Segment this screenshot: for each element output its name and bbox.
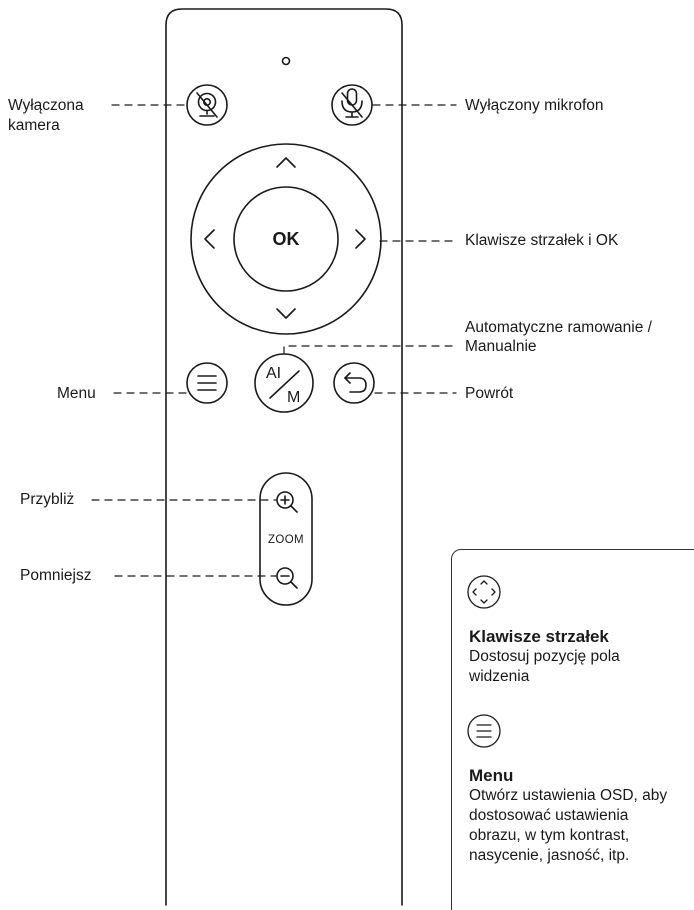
ai-label: AI: [266, 365, 282, 382]
ai-m-button[interactable]: [254, 353, 314, 413]
menu-title: Menu: [469, 766, 514, 785]
zoom-in-callout: Przybliż: [20, 491, 75, 508]
auto-framing-callout-line1: Automatyczne ramowanie /: [465, 319, 652, 336]
menu-icon: [467, 714, 501, 748]
arrow-right-icon: [355, 229, 366, 249]
menu-callout: Menu: [57, 385, 96, 402]
ai-m-divider: [269, 370, 300, 399]
camera-off-icon: [196, 92, 218, 118]
leader-lines: [91, 104, 457, 577]
ok-label: OK: [272, 229, 300, 249]
remote-body: [165, 8, 403, 906]
back-arrow-icon: [344, 372, 367, 393]
back-callout: Powrót: [465, 385, 514, 402]
zoom-rocker[interactable]: [259, 472, 313, 606]
arrow-left-icon: [204, 229, 215, 249]
arrow-up-icon: [276, 157, 296, 168]
mic-off-icon: [341, 88, 363, 118]
indicator-led: [281, 56, 291, 66]
zoom-out-callout: Pomniejsz: [20, 567, 92, 584]
dpad-ring[interactable]: [190, 143, 382, 335]
hamburger-icon: [197, 375, 217, 391]
mic-off-button[interactable]: [331, 84, 373, 126]
zoom-in-icon: [276, 491, 298, 513]
zoom-out-icon: [276, 567, 298, 589]
zoom-label: ZOOM: [267, 534, 305, 546]
camera-off-callout: Wyłączona kamera: [8, 97, 84, 134]
back-button[interactable]: [333, 362, 375, 404]
m-label: M: [287, 389, 301, 406]
camera-off-button[interactable]: [186, 84, 228, 126]
arrow-keys-title: Klawisze strzałek: [469, 627, 609, 646]
arrow-keys-ok-callout: Klawisze strzałek i OK: [465, 232, 619, 249]
arrow-down-icon: [276, 308, 296, 319]
info-panel: Klawisze strzałek Dostosuj pozycję pola …: [451, 549, 694, 910]
menu-button[interactable]: [186, 362, 228, 404]
ok-button[interactable]: [233, 186, 339, 292]
mic-off-callout: Wyłączony mikrofon: [465, 97, 604, 114]
arrow-keys-icon: [467, 575, 501, 609]
menu-desc: Otwórz ustawienia OSD, aby dostosować us…: [469, 787, 668, 864]
auto-framing-callout-line2: Manualnie: [465, 338, 537, 355]
arrow-keys-desc: Dostosuj pozycję pola widzenia: [469, 648, 620, 685]
